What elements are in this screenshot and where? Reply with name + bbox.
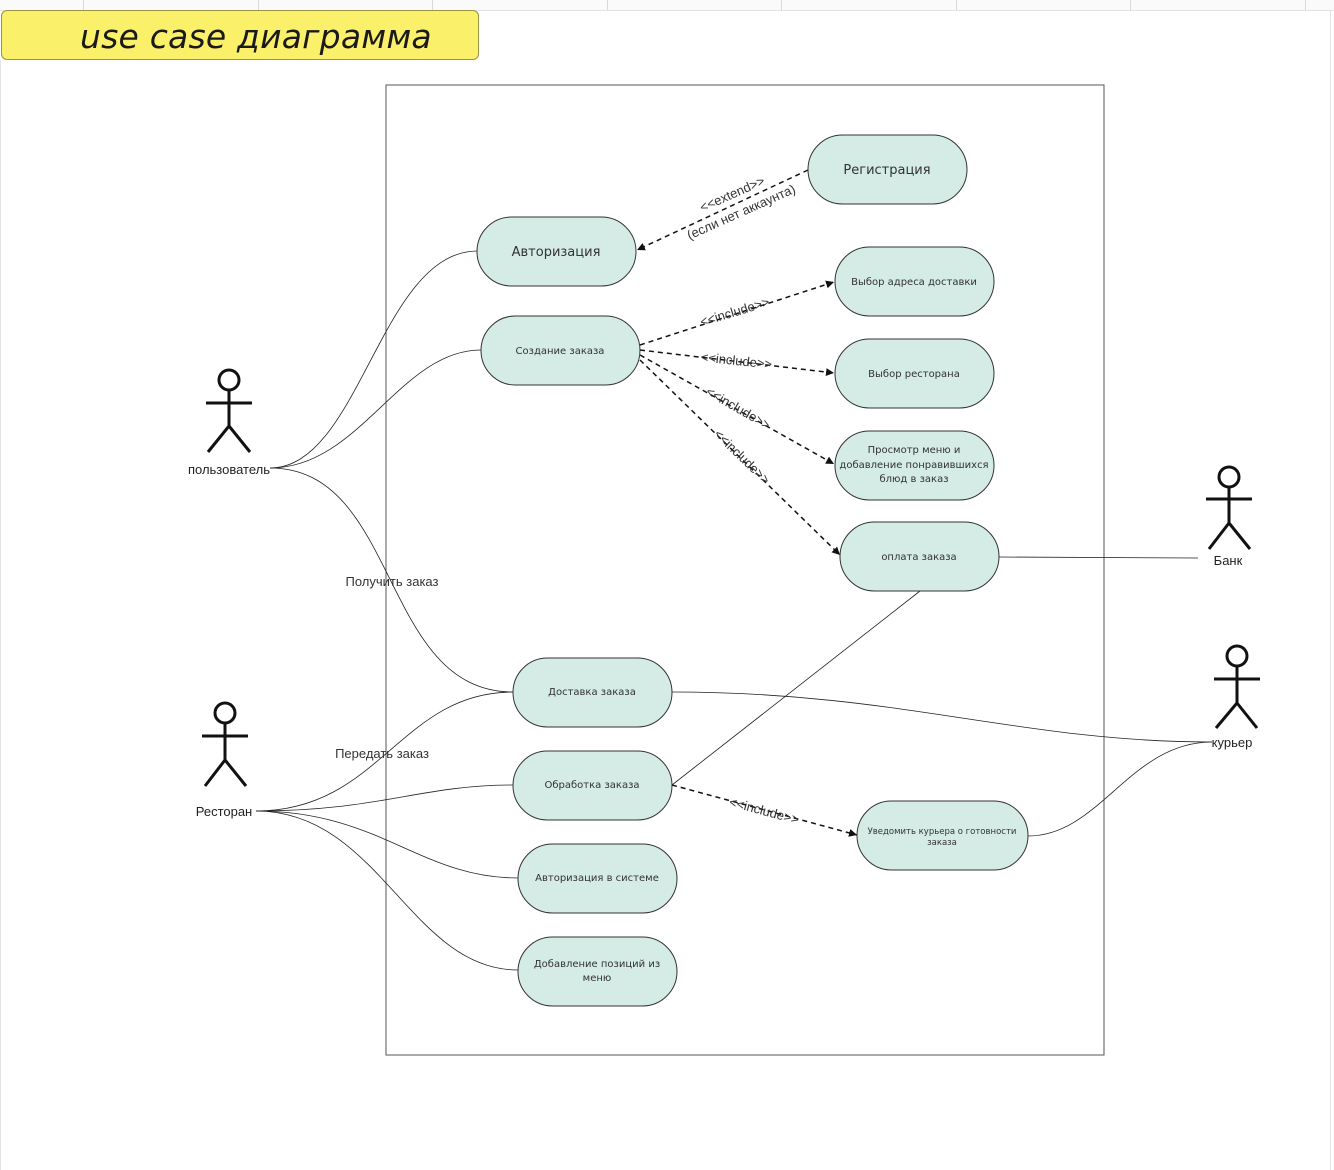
usecase-choose-restaurant[interactable] <box>834 338 995 409</box>
assoc-user-delivery <box>269 467 514 693</box>
usecase-menu[interactable] <box>834 430 995 501</box>
usecase-create-order[interactable] <box>480 315 641 386</box>
ruler-divider <box>258 0 259 10</box>
extend-arrow <box>636 169 809 251</box>
include-arrow-payment <box>639 359 841 556</box>
actor-courier-label: курьер <box>1212 735 1253 750</box>
ruler-divider <box>1305 0 1306 10</box>
ruler-divider <box>607 0 608 10</box>
association-lines <box>255 250 1213 971</box>
assoc-restaurant-processing <box>255 784 514 812</box>
assoc-restaurant-delivery <box>255 691 514 812</box>
get-order-label: Получить заказ <box>346 574 439 589</box>
ruler-divider <box>83 0 84 10</box>
usecase-choose-address[interactable] <box>834 246 995 317</box>
usecase-system-auth[interactable] <box>517 843 678 914</box>
ruler-divider <box>432 0 433 10</box>
usecase-registration-label: Регистрация <box>843 163 930 178</box>
usecase-notify-label-line1: Уведомить курьера о готовности <box>868 827 1017 837</box>
usecase-choose-restaurant-label: Выбор ресторана <box>868 369 960 380</box>
actor-restaurant-figure[interactable] <box>202 701 248 787</box>
assoc-restaurant-system-auth <box>255 810 519 879</box>
actor-user-figure[interactable] <box>206 368 252 453</box>
usecase-processing-label: Обработка заказа <box>544 780 639 791</box>
system-boundary[interactable] <box>385 84 1105 1056</box>
use-case-shapes <box>476 134 1029 1007</box>
assoc-notify-courier <box>1027 741 1213 837</box>
usecase-delivery[interactable] <box>512 657 673 728</box>
include-arrow-address <box>639 280 835 346</box>
include-arrow-restaurant <box>639 349 835 377</box>
usecase-menu-label-line3: блюд в заказ <box>879 474 948 485</box>
usecase-add-menu-label-line1: Добавление позиций из <box>534 959 660 970</box>
actor-courier-figure[interactable] <box>1214 644 1260 729</box>
assoc-user-authorization <box>269 250 478 469</box>
assoc-user-create-order <box>269 349 482 469</box>
usecase-registration[interactable] <box>807 134 968 205</box>
assoc-processing-payment <box>671 590 921 786</box>
actor-bank-figure[interactable] <box>1206 465 1252 550</box>
usecase-menu-label-line2: добавление понравившихся <box>839 460 988 471</box>
canvas-top-ruler <box>0 0 1334 11</box>
include-label-restaurant: <<include>> <box>700 349 773 371</box>
actor-user-label: пользователь <box>188 462 270 477</box>
canvas-right-edge <box>1330 10 1331 1170</box>
diagram-title-banner[interactable]: use case диаграмма <box>1 10 479 60</box>
usecase-create-order-label: Создание заказа <box>516 346 605 357</box>
assoc-restaurant-add-menu <box>255 810 519 971</box>
usecase-authorization[interactable] <box>476 216 637 287</box>
dependency-arrows <box>636 169 858 837</box>
include-label-notify: <<include>> <box>728 794 801 827</box>
usecase-menu-label-line1: Просмотр меню и <box>868 445 961 456</box>
include-arrow-menu <box>639 354 835 465</box>
ruler-divider <box>956 0 957 10</box>
assoc-delivery-courier <box>671 691 1213 743</box>
hand-over-label: Передать заказ <box>335 746 429 761</box>
diagram-title: use case диаграмма <box>80 17 432 56</box>
actor-bank-label: Банк <box>1214 553 1243 568</box>
ruler-divider <box>781 0 782 10</box>
usecase-notify-courier[interactable] <box>856 800 1029 871</box>
usecase-notify-label-line2: заказа <box>927 838 957 848</box>
usecase-payment-label: оплата заказа <box>881 552 956 563</box>
include-label-menu: <<include>> <box>704 384 773 433</box>
usecase-processing[interactable] <box>512 750 673 821</box>
usecase-delivery-label: Доставка заказа <box>548 687 636 698</box>
include-arrow-notify <box>671 784 858 837</box>
actor-restaurant-label: Ресторан <box>196 804 253 819</box>
ruler-divider <box>1130 0 1131 10</box>
assoc-payment-bank <box>998 556 1199 559</box>
usecase-add-menu-label-line2: меню <box>583 973 612 984</box>
include-label-address: <<include>> <box>698 294 771 329</box>
canvas-left-edge <box>0 60 1 1170</box>
usecase-add-menu[interactable] <box>517 936 678 1007</box>
usecase-system-auth-label: Авторизация в системе <box>535 873 659 884</box>
usecase-authorization-label: Авторизация <box>512 245 601 260</box>
usecase-choose-address-label: Выбор адреса доставки <box>851 277 977 288</box>
include-label-payment: <<include>> <box>711 427 773 488</box>
usecase-payment[interactable] <box>839 521 1000 592</box>
